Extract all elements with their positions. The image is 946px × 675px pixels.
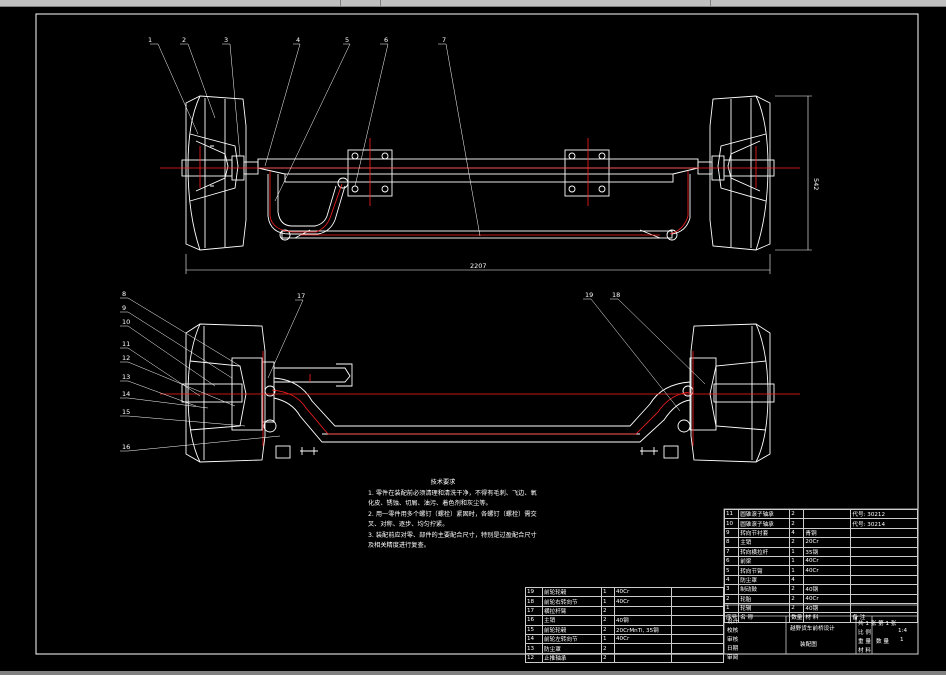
cad-drawing-canvas[interactable]: 1 2 3 4 5 6 7 8 9 10 11 12 13 14 15 16 1… xyxy=(0,6,946,671)
callout-label: 19 xyxy=(585,291,593,299)
tie-rod xyxy=(281,230,673,239)
bottom-centerlines xyxy=(160,351,800,446)
callout-label: 12 xyxy=(122,354,130,362)
title-segment xyxy=(380,0,711,6)
callout-label: 9 xyxy=(122,304,126,312)
right-wheel-rim xyxy=(709,95,771,251)
callout-label: 17 xyxy=(297,292,305,300)
callout-label: 7 xyxy=(442,36,446,44)
dimension-height xyxy=(775,95,812,251)
callouts: 1 2 3 4 5 6 7 8 9 10 11 12 13 14 15 16 1… xyxy=(122,36,820,451)
technical-notes: 技术要求 1. 零件在装配前必须清理和清洗干净，不得有毛刺、飞边、氧化皮、锈蚀、… xyxy=(368,478,538,552)
left-wheel-rim xyxy=(185,95,247,251)
callout-label: 6 xyxy=(384,36,388,44)
spring-seat-right xyxy=(564,149,610,197)
bottom-right-wheel xyxy=(690,323,771,463)
callout-label: 16 xyxy=(122,443,130,451)
title-check: 校核 xyxy=(727,628,739,634)
drawing-name: 装配图 xyxy=(800,642,817,648)
title-design: 设计 xyxy=(727,619,739,625)
window-frame-bottom xyxy=(0,671,946,675)
notes-line: 2. 用一零件用多个螺钉（螺栓）紧固时，各螺钉（螺栓）需交叉、对称、逐步、均匀拧… xyxy=(368,510,537,529)
callout-label: 15 xyxy=(122,408,130,416)
title-segment xyxy=(340,0,381,6)
project-title: 越野货车前桥设计 xyxy=(790,626,835,632)
dimension-width xyxy=(185,254,771,274)
qty-value: 1 xyxy=(900,637,904,643)
notes-title: 技术要求 xyxy=(430,479,456,486)
window-frame-top xyxy=(0,0,946,7)
callout-label: 1 xyxy=(148,36,152,44)
callout-label: 3 xyxy=(224,36,228,44)
title-review: 审核 xyxy=(727,637,739,643)
callout-label: 5 xyxy=(345,36,349,44)
top-view xyxy=(181,95,812,274)
callout-label: 10 xyxy=(122,318,130,326)
title-approve: 审阅 xyxy=(727,655,739,661)
callout-label: 11 xyxy=(122,340,130,348)
material-label: 材 料 xyxy=(858,648,871,654)
steering-knuckle-arm xyxy=(274,367,351,383)
dimension-height-label: 542 xyxy=(812,178,820,190)
bottom-beam-upper xyxy=(273,377,691,427)
bottom-left-wheel xyxy=(185,323,266,463)
notes-line: 1. 零件在装配前必须清理和清洗干净，不得有毛刺、飞边、氧化皮、锈蚀、切屑、油污… xyxy=(368,489,537,508)
bottom-beam-lower xyxy=(273,397,691,443)
scale-value: 1:4 xyxy=(898,628,908,634)
qty-label: 数 量 xyxy=(876,639,889,645)
callout-label: 14 xyxy=(122,390,130,398)
notes-line: 3. 装配前应对零、部件的主要配合尺寸，特别是过盈配合尺寸及相关精度进行复查。 xyxy=(368,531,537,550)
callout-label: 18 xyxy=(612,291,620,299)
callout-label: 4 xyxy=(296,36,300,44)
steering-arm xyxy=(267,174,346,235)
weight-label: 重 量 xyxy=(858,639,871,645)
leader-lines xyxy=(120,43,706,452)
bom-header-row: 序号名 称数量材 料备 注 xyxy=(723,612,918,623)
drawing-border xyxy=(35,13,919,655)
scale-label: 比 例 xyxy=(858,630,871,636)
title-segment xyxy=(0,0,341,6)
callout-label: 2 xyxy=(182,36,186,44)
title-date: 日期 xyxy=(727,646,739,652)
callout-label: 8 xyxy=(122,290,126,298)
front-beam xyxy=(257,158,699,169)
callout-label: 13 xyxy=(122,373,130,381)
sheet-info: 共 1 张 第 1 张 xyxy=(858,621,897,627)
top-centerlines xyxy=(160,138,800,236)
dimension-width-label: 2207 xyxy=(470,262,487,270)
